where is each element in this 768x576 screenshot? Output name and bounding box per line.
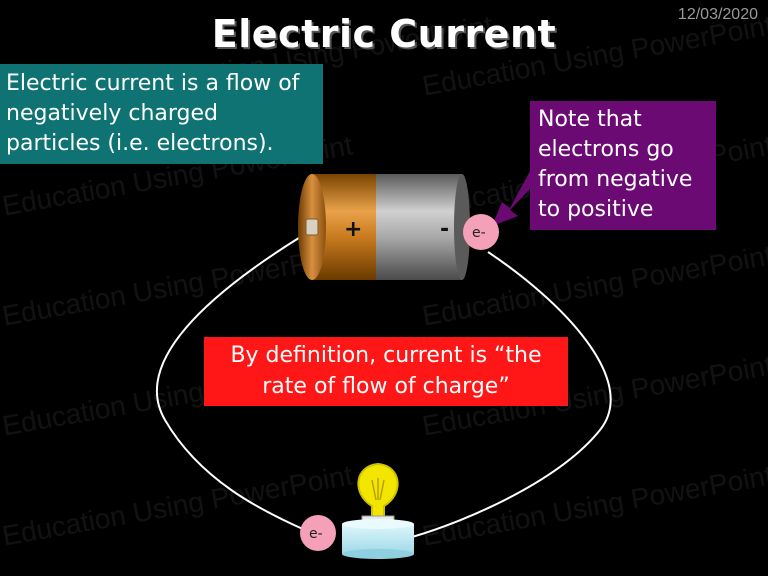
- electron-icon: e-: [300, 515, 336, 551]
- electron-label: e-: [309, 526, 323, 542]
- wire-right: [411, 251, 612, 538]
- slide-title: Electric Current: [211, 12, 557, 56]
- definition-text: Electric current is a flow of negatively…: [6, 71, 300, 156]
- current-definition-box: By definition, current is “the rate of f…: [204, 337, 568, 406]
- battery: + -: [298, 174, 470, 280]
- wire-left: [156, 235, 306, 531]
- current-definition-text: By definition, current is “the rate of f…: [230, 343, 542, 399]
- note-text: Note that electrons go from negative to …: [538, 107, 693, 222]
- electron-label: e-: [472, 225, 486, 241]
- electron-icon: e-: [463, 214, 499, 250]
- battery-negative-sign: -: [440, 217, 449, 242]
- note-box: Note that electrons go from negative to …: [530, 101, 716, 230]
- battery-positive-sign: +: [344, 217, 362, 242]
- light-bulb-icon: [342, 462, 414, 559]
- definition-box: Electric current is a flow of negatively…: [0, 64, 323, 164]
- slide-date: 12/03/2020: [677, 6, 758, 23]
